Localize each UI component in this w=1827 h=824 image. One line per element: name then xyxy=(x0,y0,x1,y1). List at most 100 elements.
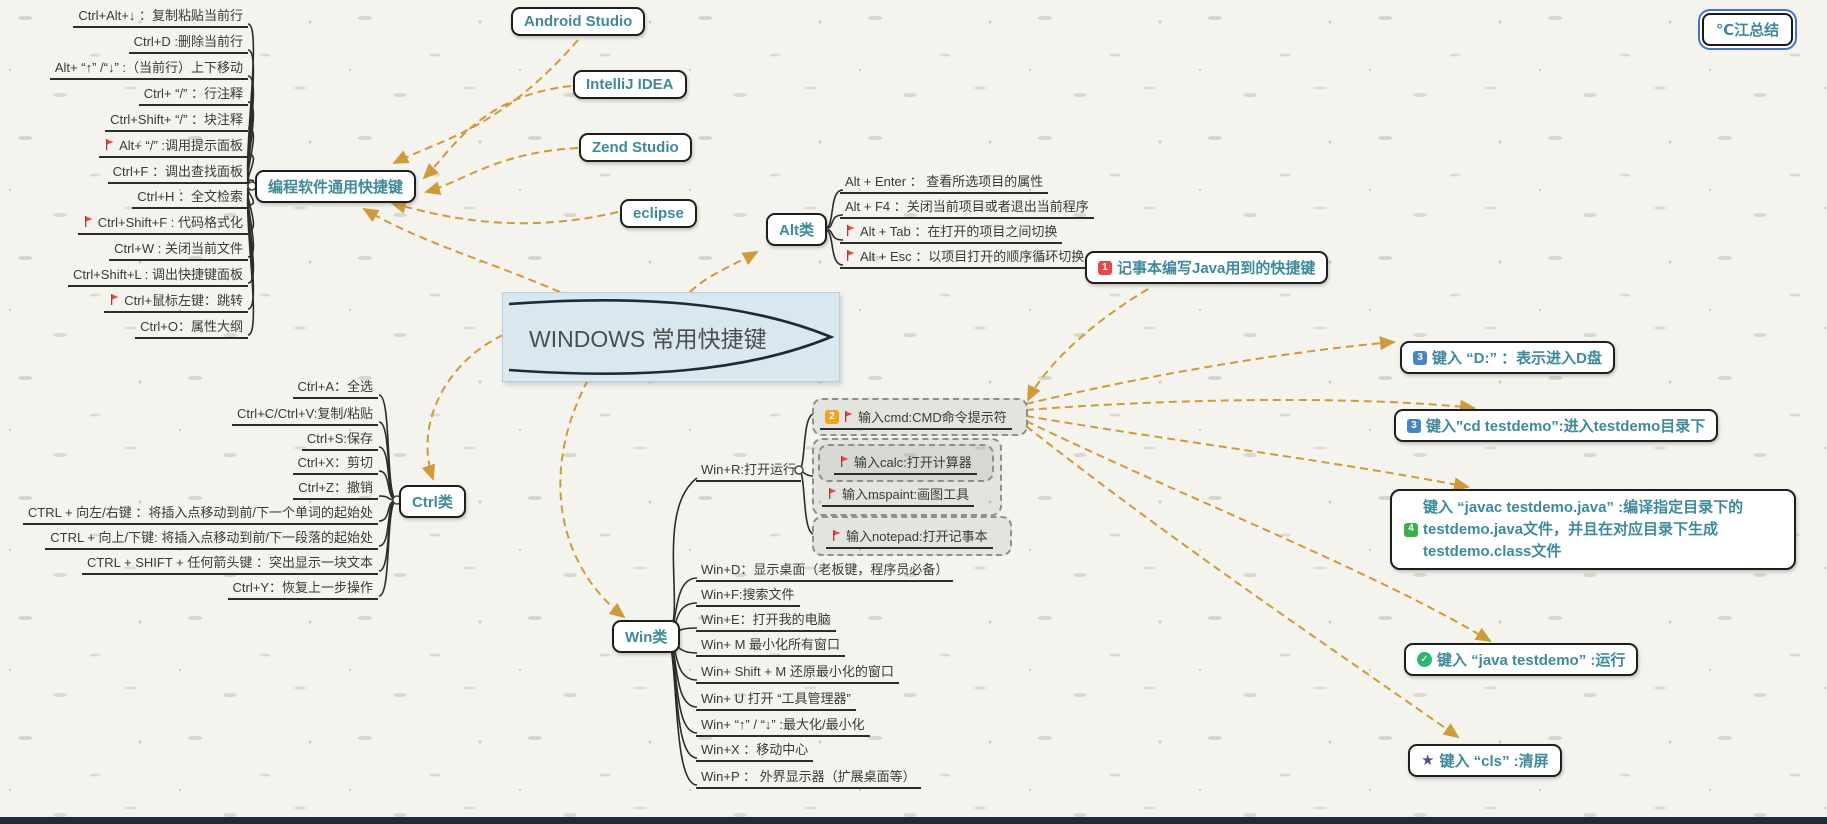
shortcut-text: Ctrl+A：全选 xyxy=(297,379,373,394)
flag-icon xyxy=(831,529,842,542)
note-text: 键入 “javac testdemo.java” :编译指定目录下的testde… xyxy=(1423,499,1744,560)
note-text: 键入 “D:” ：表示进入D盘 xyxy=(1432,350,1602,367)
shortcut-item[interactable]: Ctrl+D :删除当前行 xyxy=(128,31,248,54)
topic-win-label: Win类 xyxy=(625,629,668,646)
shortcut-text: Alt + Esc ：以项目打开的顺序循环切换 xyxy=(860,249,1085,264)
shortcut-item-calc[interactable]: 输入calc:打开计算器 xyxy=(834,452,977,475)
shortcut-item[interactable]: Win+P ： 外界显示器（扩展桌面等） xyxy=(696,766,921,789)
ide-label: eclipse xyxy=(633,205,684,222)
shortcut-text: Alt + Tab ：在打开的项目之间切换 xyxy=(860,224,1058,239)
shortcut-item[interactable]: Ctrl+Alt+↓ ：复制粘贴当前行 xyxy=(73,5,248,28)
shortcut-text: Alt+ “/” :调用提示面板 xyxy=(119,138,243,153)
topic-javac[interactable]: 4 键入 “javac testdemo.java” :编译指定目录下的test… xyxy=(1390,489,1796,571)
shortcut-text: Ctrl+C/Ctrl+V:复制/粘贴 xyxy=(236,406,373,421)
note-text: 记事本编写Java用到的快捷键 xyxy=(1117,260,1316,277)
shortcut-text: Ctrl+F ：调出查找面板 xyxy=(112,164,243,179)
shortcut-text: Ctrl+H ：全文检索 xyxy=(137,189,243,204)
topic-notepad-java[interactable]: 1 记事本编写Java用到的快捷键 xyxy=(1085,251,1329,284)
topic-eclipse[interactable]: eclipse xyxy=(620,199,697,228)
shortcut-item[interactable]: CTRL + SHIFT + 任何箭头键 ：突出显示一块文本 xyxy=(81,552,378,575)
shortcut-item[interactable]: Win+ U 打开 “工具管理器” xyxy=(696,688,856,711)
shortcut-item[interactable]: Ctrl+C/Ctrl+V:复制/粘贴 xyxy=(231,403,378,426)
shortcut-item[interactable]: Alt + F4 ：关闭当前项目或者退出当前程序 xyxy=(840,196,1094,219)
shortcut-text: CTRL + 向上/下键: 将插入点移动到前/下一段落的起始处 xyxy=(50,530,373,545)
shortcut-text: 输入calc:打开计算器 xyxy=(854,455,972,470)
shortcut-item[interactable]: Ctrl+Shift+L : 调出快捷键面板 xyxy=(68,264,248,287)
shortcut-item[interactable]: Ctrl+Z：撤销 xyxy=(293,477,378,500)
shortcut-item[interactable]: Win+X ：移动中心 xyxy=(696,739,814,762)
shortcut-item[interactable]: Ctrl+S:保存 xyxy=(301,428,378,451)
shortcut-item[interactable]: Ctrl+ “/” ：行注释 xyxy=(138,83,248,106)
topic-intellij-idea[interactable]: IntelliJ IDEA xyxy=(573,70,687,99)
shortcut-text: 输入notepad:打开记事本 xyxy=(846,529,988,544)
shortcut-text: Win+X ：移动中心 xyxy=(701,742,809,757)
shortcut-text: Ctrl+ “/” ：行注释 xyxy=(143,86,243,101)
shortcut-item[interactable]: Ctrl+F ：调出查找面板 xyxy=(107,161,248,184)
shortcut-text: Win+ Shift + M 还原最小化的窗口 xyxy=(701,664,894,679)
shortcut-item[interactable]: Win+D：显示桌面（老板键，程序员必备） xyxy=(696,559,954,582)
shortcut-item[interactable]: Win+E：打开我的电脑 xyxy=(696,609,836,632)
shortcut-text: CTRL + 向左/右键 ：将插入点移动到前/下一个单词的起始处 xyxy=(27,505,373,520)
shortcut-item[interactable]: Alt+ “/” :调用提示面板 xyxy=(99,135,248,158)
shortcut-item[interactable]: Alt+ “↑” /“↓” :（当前行）上下移动 xyxy=(49,57,248,80)
shortcut-item[interactable]: Win+ M 最小化所有窗口 xyxy=(696,634,846,657)
shortcut-item[interactable]: Win+F:搜索文件 xyxy=(696,584,800,607)
shortcut-item[interactable]: Win+ Shift + M 还原最小化的窗口 xyxy=(696,661,899,684)
shortcut-item[interactable]: Ctrl+W : 关闭当前文件 xyxy=(109,238,248,261)
shortcut-text: Ctrl+Shift+ “/” ：块注释 xyxy=(110,112,243,127)
ide-label: Android Studio xyxy=(524,13,633,30)
flag-icon xyxy=(843,410,854,423)
topic-programming[interactable]: 编程软件通用快捷键 xyxy=(255,170,417,203)
boundary-notepad xyxy=(812,516,1012,556)
shortcut-text: Alt + F4 ：关闭当前项目或者退出当前程序 xyxy=(845,199,1089,214)
flag-icon xyxy=(104,138,115,151)
topic-zend-studio[interactable]: Zend Studio xyxy=(579,133,692,162)
shortcut-item[interactable]: Win+ “↑” / “↓” :最大化/最小化 xyxy=(696,714,870,737)
note-text: 键入 “java testdemo” :运行 xyxy=(1437,652,1626,669)
topic-ctrl[interactable]: Ctrl类 xyxy=(399,485,466,518)
central-topic[interactable]: WINDOWS 常用快捷键 xyxy=(502,292,840,382)
shortcut-text: Ctrl+O：属性大纲 xyxy=(140,319,243,334)
shortcut-item-win-r[interactable]: Win+R:打开运行 xyxy=(696,459,801,482)
shortcut-item[interactable]: Ctrl+O：属性大纲 xyxy=(135,316,248,339)
topic-win[interactable]: Win类 xyxy=(612,620,681,653)
shortcut-text: CTRL + SHIFT + 任何箭头键 ：突出显示一块文本 xyxy=(86,555,373,570)
shortcut-item[interactable]: Alt + Esc ：以项目打开的顺序循环切换 xyxy=(840,246,1090,269)
badge-4-icon: 4 xyxy=(1404,522,1418,537)
shortcut-item-cmd[interactable]: 2 输入cmd:CMD命令提示符 xyxy=(820,407,1012,430)
shortcut-item[interactable]: Ctrl+A：全选 xyxy=(292,376,378,399)
shortcut-item[interactable]: Ctrl+Y：恢复上一步操作 xyxy=(227,577,378,600)
shortcut-text: Ctrl+W : 关闭当前文件 xyxy=(114,241,243,256)
topic-cd-testdemo[interactable]: 3 键入"cd testdemo":进入testdemo目录下 xyxy=(1394,409,1719,442)
shortcut-item[interactable]: CTRL + 向上/下键: 将插入点移动到前/下一段落的起始处 xyxy=(45,527,378,550)
topic-d-drive[interactable]: 3 键入 “D:” ：表示进入D盘 xyxy=(1400,341,1615,374)
badge-3-icon: 3 xyxy=(1413,350,1427,365)
shortcut-item-mspaint[interactable]: 输入mspaint:画图工具 xyxy=(822,484,975,507)
shortcut-text: Ctrl+Shift+L : 调出快捷键面板 xyxy=(73,267,243,282)
shortcut-item-notepad[interactable]: 输入notepad:打开记事本 xyxy=(826,526,993,549)
shortcut-text: Ctrl+D :删除当前行 xyxy=(133,34,243,49)
shortcut-item[interactable]: Alt + Enter ： 查看所选项目的属性 xyxy=(840,171,1049,194)
badge-1-icon: 1 xyxy=(1098,260,1112,275)
shortcut-text: Ctrl+Shift+F : 代码格式化 xyxy=(97,215,243,230)
shortcut-item[interactable]: CTRL + 向左/右键 ：将插入点移动到前/下一个单词的起始处 xyxy=(22,502,378,525)
shortcut-item[interactable]: Ctrl+Shift+F : 代码格式化 xyxy=(77,212,248,235)
shortcut-text: Win+E：打开我的电脑 xyxy=(701,612,831,627)
topic-alt[interactable]: Alt类 xyxy=(766,213,827,246)
shortcut-item[interactable]: Ctrl+H ：全文检索 xyxy=(132,186,248,209)
topic-android-studio[interactable]: Android Studio xyxy=(511,7,646,36)
shortcut-item[interactable]: Ctrl+Shift+ “/” ：块注释 xyxy=(105,109,248,132)
ide-label: Zend Studio xyxy=(592,139,679,156)
topic-java-run[interactable]: ✓ 键入 “java testdemo” :运行 xyxy=(1404,643,1639,676)
boundary-calc-mspaint xyxy=(812,438,1002,516)
shortcut-item[interactable]: Ctrl+鼠标左键：跳转 xyxy=(104,290,248,313)
shortcut-item[interactable]: Alt + Tab ：在打开的项目之间切换 xyxy=(840,221,1063,244)
watermark-topic[interactable]: ℃江总结 xyxy=(1702,13,1794,46)
topic-cls[interactable]: ★ 键入 “cls” :清屏 xyxy=(1408,744,1562,777)
topic-alt-label: Alt类 xyxy=(779,222,814,239)
shortcut-item[interactable]: Ctrl+X：剪切 xyxy=(292,452,378,475)
shortcut-text: Ctrl+Y：恢复上一步操作 xyxy=(232,580,373,595)
ide-label: IntelliJ IDEA xyxy=(586,76,674,93)
